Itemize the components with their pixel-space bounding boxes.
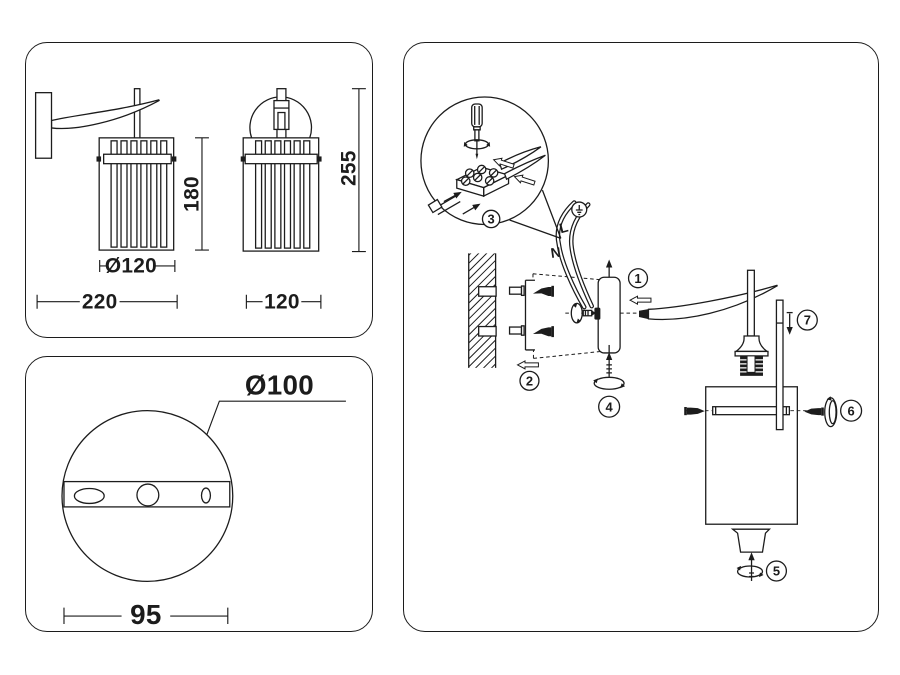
plate-bracket-bar: [63, 480, 231, 508]
dim-label-shade-diameter: Ø120: [105, 254, 157, 277]
step-marker-1: 1: [627, 268, 649, 289]
shade-bottom-collar: [730, 528, 772, 553]
plate-circle: [61, 409, 234, 583]
step-marker-2: 2: [519, 370, 540, 391]
step-number-4: 4: [606, 399, 614, 414]
shade-slats: [110, 140, 168, 248]
dim-label-slot-spacing: 95: [130, 599, 162, 630]
bubble-wires-right: [491, 146, 546, 188]
screwdriver-icon: [463, 103, 491, 160]
drill-hole-bottom: [478, 325, 497, 337]
drill-hole-top: [478, 286, 497, 297]
wall-plug-bottom: [508, 325, 525, 336]
step-number-5: 5: [773, 564, 780, 579]
dimension-shade-width: 120: [245, 291, 322, 314]
dim-label-overall-width: 220: [82, 291, 118, 314]
arm-threaded-tip: [639, 309, 649, 320]
panel-installation-steps: L N: [403, 42, 879, 632]
panel-mounting-plate: Ø100 95: [25, 356, 373, 632]
step-number-6: 6: [848, 403, 855, 418]
plate-edge-view: [524, 279, 535, 351]
center-hole: [136, 483, 160, 507]
dim-label-plate-diameter: Ø100: [245, 370, 314, 401]
supply-wires: [555, 200, 594, 310]
terminal-block: [455, 164, 511, 198]
wall-plug-top: [508, 285, 525, 297]
lamp-side-view: [34, 88, 177, 251]
mounting-screw-top: [532, 285, 554, 297]
step-number-2: 2: [526, 373, 533, 388]
shade-crossbar: [103, 153, 172, 165]
wall-section: [468, 253, 497, 368]
dimension-overall-height: 255: [337, 88, 366, 253]
step-marker-4: 4: [598, 395, 621, 418]
wire-label-neutral: N: [550, 244, 562, 261]
dimension-overall-width: 220: [36, 291, 178, 314]
glass-shade: [705, 386, 798, 525]
crossbar-screw-left: [684, 407, 705, 416]
flat-bar-screw: [786, 311, 793, 335]
slot-hole-left: [73, 487, 105, 505]
wall-arm: [50, 99, 160, 130]
crossbar-screw-right: [804, 396, 838, 428]
lamp-socket: [734, 335, 769, 376]
dim-label-shade-width: 120: [264, 291, 300, 314]
hanger-rod: [133, 88, 141, 139]
wire-entry-fitting: [570, 302, 596, 324]
front-shade-slats: [254, 140, 311, 249]
insert-arrow-step1: [629, 295, 652, 305]
dim-label-overall-height: 255: [337, 150, 360, 186]
hanger-rod-install: [746, 269, 755, 337]
lamp-arm: [639, 284, 778, 321]
plate-nut: [594, 307, 601, 320]
step-marker-5: 5: [765, 560, 788, 582]
step-marker-6: 6: [840, 399, 863, 422]
step-number-1: 1: [634, 271, 641, 286]
wall-plate: [34, 92, 53, 159]
dim-label-shade-height: 180: [181, 176, 204, 212]
dimension-shade-height: 180: [181, 137, 209, 251]
insert-arrow-step2: [517, 360, 539, 370]
shade-crossbar-install: [712, 406, 791, 416]
diameter-leader-line: [206, 400, 346, 435]
step-marker-3: 3: [481, 209, 501, 229]
step-number-3: 3: [488, 212, 495, 227]
panel-lamp-dimensions: 180 Ø120 220: [25, 42, 373, 338]
earth-ground-icon: [571, 201, 588, 218]
finial-screw: [736, 552, 764, 581]
lamp-front-view: [240, 88, 322, 252]
step-number-7: 7: [804, 313, 811, 328]
hanging-flat-bar: [775, 299, 784, 431]
plate-bottom-screw: [593, 352, 626, 390]
detail-bubble: 3: [420, 96, 562, 240]
mounting-plate: [594, 276, 621, 354]
step-marker-7: 7: [796, 309, 818, 331]
slot-hole-right: [200, 487, 212, 504]
dimension-slot-spacing: 95: [63, 599, 229, 630]
front-crossbar: [244, 153, 318, 165]
bubble-leader-lines: [509, 189, 562, 240]
bubble-wires-left: [427, 191, 481, 216]
mounting-screw-bottom: [532, 326, 554, 338]
dimension-shade-diameter: Ø120: [99, 254, 176, 277]
